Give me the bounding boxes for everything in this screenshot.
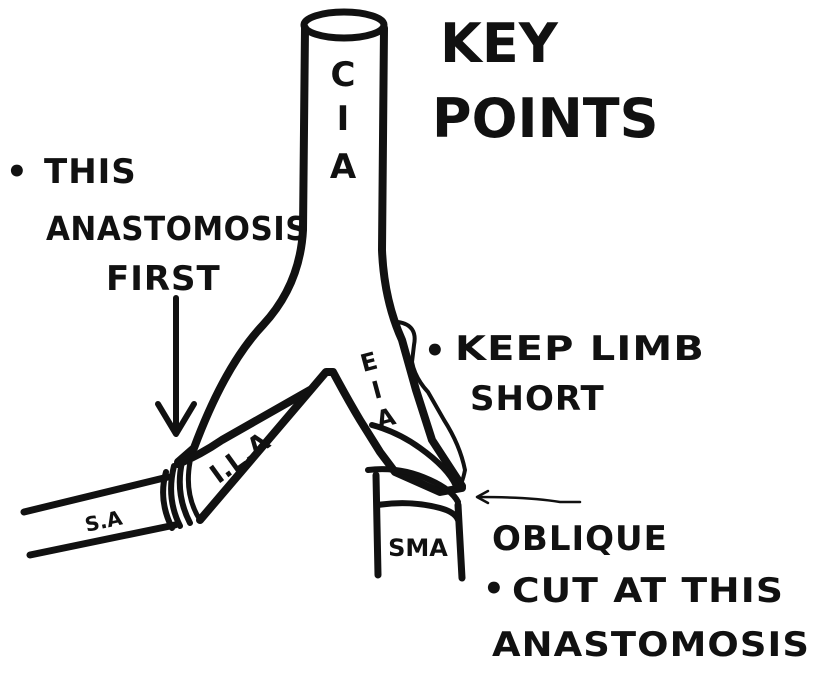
note-oblique: OBLIQUE • CUT AT THIS ANASTOMOSIS	[483, 519, 810, 665]
note-limb-bullet: •	[424, 331, 447, 371]
note-limb-line-1: KEEP LIMB	[455, 329, 705, 369]
eia-label-i: I	[369, 376, 385, 405]
note-first-line-2: ANASTOMOSIS	[46, 209, 308, 248]
sma-label: SMA	[388, 534, 448, 562]
oblique-arrow-line	[478, 497, 580, 502]
title-line-1: KEY	[440, 12, 559, 75]
cia-label-c: C	[331, 55, 356, 95]
ila-label: I.L.A	[205, 427, 276, 490]
note-first-line-1: THIS	[44, 152, 137, 192]
note-first: • THIS ANASTOMOSIS FIRST	[6, 152, 308, 299]
eia-sma-anastomosis	[368, 425, 458, 520]
note-oblique-line-1: OBLIQUE	[492, 519, 668, 559]
sma-left-wall	[376, 475, 378, 575]
note-oblique-line-3: ANASTOMOSIS	[492, 625, 810, 665]
title-line-2: POINTS	[432, 87, 659, 150]
sa-ila-anastomosis	[163, 462, 190, 528]
eia-label-e: E	[357, 347, 380, 378]
cia-opening	[304, 12, 384, 38]
note-first-bullet: •	[6, 152, 29, 192]
cia-label-a: A	[330, 147, 357, 187]
ila-end-wall	[188, 462, 200, 520]
title-block: KEY POINTS	[432, 12, 659, 150]
sa-upper-wall	[24, 477, 168, 512]
sma-right-wall	[458, 505, 462, 578]
note-limb-line-2: SHORT	[470, 379, 605, 419]
note-oblique-line-2: CUT AT THIS	[512, 571, 784, 611]
note-first-line-3: FIRST	[106, 259, 221, 299]
sa-label: S.A	[83, 505, 125, 536]
note-oblique-bullet: •	[483, 569, 506, 609]
cia-label-i: I	[337, 99, 350, 139]
note-limb: • KEEP LIMB SHORT	[424, 329, 705, 419]
